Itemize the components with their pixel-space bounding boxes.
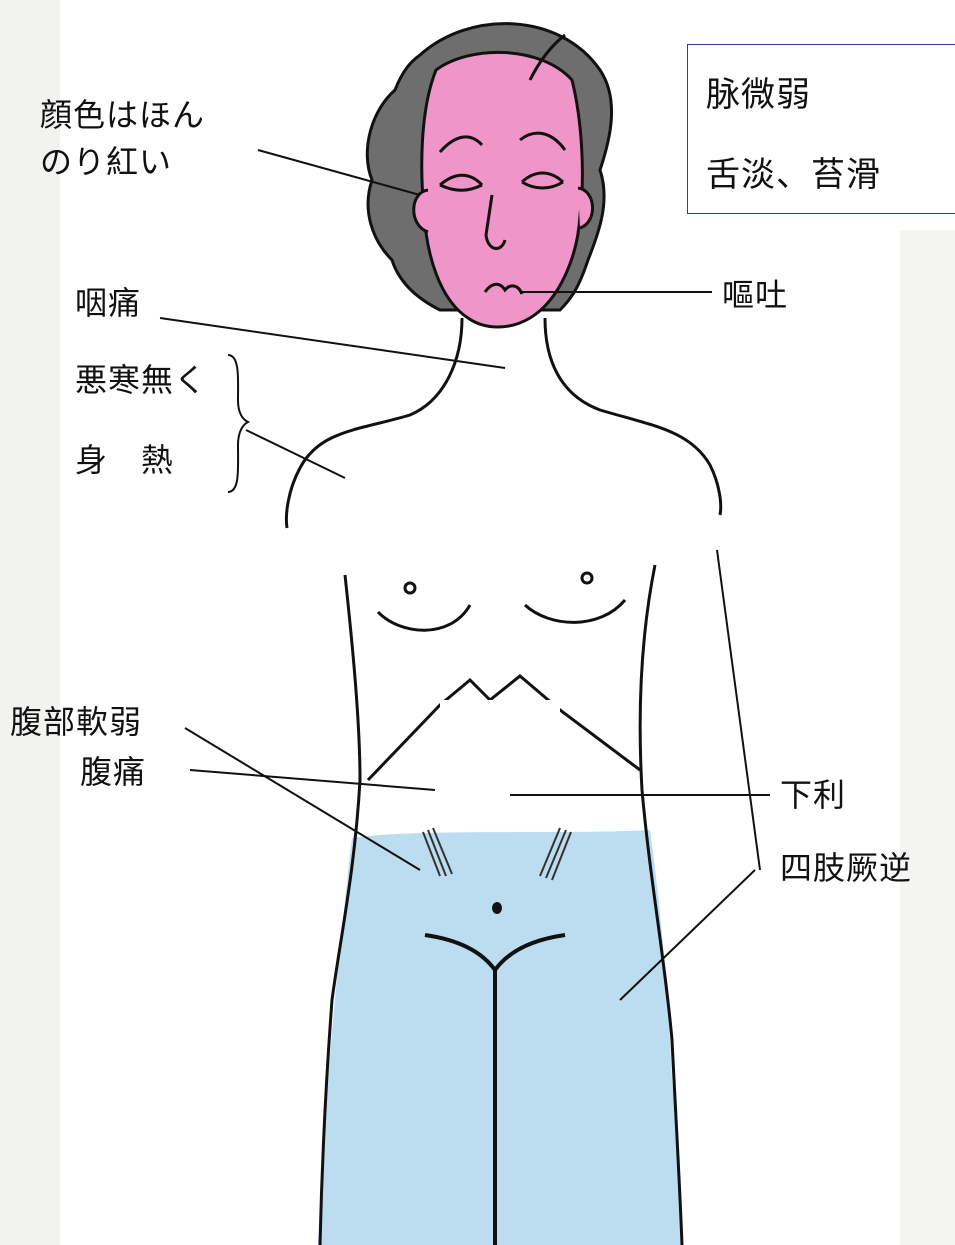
label-abdominal-pain: 腹痛 [80,753,147,791]
label-abdomen-soft: 腹部軟弱 [10,703,143,741]
pain-marks-left [422,827,453,877]
nipple-right [580,571,594,585]
label-vomiting: 嘔吐 [722,276,789,314]
paper-shadow-left [0,0,60,1245]
mouth [483,282,524,295]
hair-part [528,33,566,81]
nose [484,194,507,250]
leader-lines [159,149,770,1001]
paper-shadow-right [900,230,955,1245]
pain-marks-right [539,827,572,881]
brow-left [438,135,484,154]
neck-left [284,317,464,529]
label-diarrhea: 下利 [780,776,847,814]
navel [492,902,502,914]
brow-right [519,131,567,151]
label-sore-throat: 咽痛 [75,284,142,322]
breast-right [523,599,627,624]
ear-right [577,186,594,230]
torso-left [318,574,362,1245]
eye-right [520,171,565,190]
info-pulse: 脉微弱 [706,75,811,115]
lower-body-wash [318,830,682,1245]
torso-right [638,564,684,1245]
info-tongue: 舌淡、苔滑 [706,155,881,195]
ribcage-highlight [440,700,560,740]
eye-left [439,173,484,192]
nipple-left [403,581,417,595]
label-face-line2: のり紅い [40,143,173,181]
brace [227,354,251,493]
breast-left [376,604,472,632]
neck-right [543,317,723,516]
info-box: 脉微弱 舌淡、苔滑 [687,44,955,214]
label-cold-limbs: 四肢厥逆 [780,849,913,887]
label-no-chills: 悪寒無く [75,361,208,399]
label-face-line1: 顔色はほん [40,96,206,134]
label-body-heat: 身 熱 [75,441,175,479]
ear-left [412,188,429,234]
